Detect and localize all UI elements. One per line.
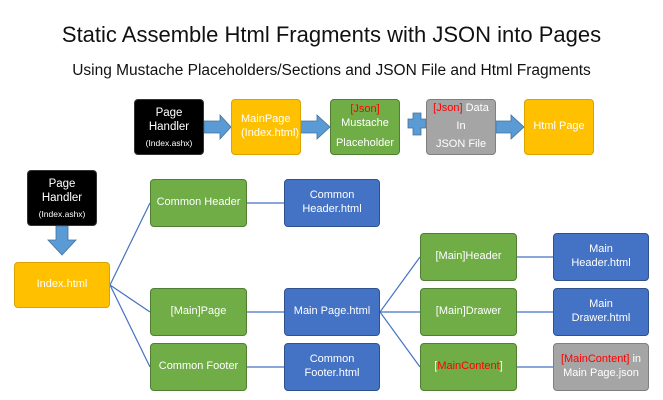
flow-arrow-3 [495,114,525,140]
tree-common-header-label: Common Header [156,196,241,209]
tree-main-drawer-file: Main Drawer.html [553,288,649,336]
tree-main-content-json-file: Main Page.json [563,367,639,379]
tree-main-content-json: [MainContent] in Main Page.json [553,343,649,391]
flow-arrow-1 [203,113,232,141]
page-subtitle: Using Mustache Placeholders/Sections and… [72,62,591,79]
tree-page-handler: Page Handler (Index.ashx) [27,170,97,226]
handler-down-arrow [47,225,77,256]
flow-page-handler: Page Handler (Index.ashx) [134,99,204,155]
tree-main-content-json-line1: [MainContent] in [561,353,641,367]
flow-mainpage-file: (Index.html) [241,127,300,139]
flow-mustache-json-tag: [Json] [350,103,380,116]
tree-main-page-section: [Main]Page [150,288,247,336]
tree-main-drawer-file-line2: Drawer.html [571,312,631,324]
tree-main-content-label: [MainContent] [434,360,503,374]
tree-common-header: Common Header [150,179,247,227]
tree-common-footer: Common Footer [150,343,247,391]
flow-json-data-word: Data [462,102,489,115]
tree-main-content-name: MainContent [437,360,500,373]
flow-mustache-placeholder: [Json] Mustache Placeholder [330,99,400,155]
flow-json-data-line1: [Json] Data [433,102,489,116]
flow-json-data: [Json] Data In JSON File [426,99,496,155]
tree-main-header-label: [Main]Header [435,250,502,263]
tree-index-html-label: Index.html [36,278,88,291]
tree-main-content: [MainContent] [420,343,517,391]
tree-main-content-json-tag: [MainContent] [560,353,630,366]
tree-page-handler-file: (Index.ashx) [38,208,86,219]
tree-main-page-section-label: [Main]Page [170,305,227,318]
flow-mustache-label: Mustache [341,117,389,130]
tree-common-footer-file-line2: Footer.html [304,367,360,379]
page-title: Static Assemble Html Fragments with JSON… [61,22,602,47]
flow-json-data-tag: [Json] [433,102,463,115]
flow-page-handler-file: (Index.ashx) [145,137,193,148]
tree-common-footer-file: Common Footer.html [284,343,380,391]
tree-main-page-file-label: Main Page.html [293,305,371,318]
flow-mustache-json: [Json] [350,103,379,117]
flow-plus-icon [407,112,427,136]
tree-main-content-json-in: in [629,353,642,366]
tree-index-html: Index.html [14,262,110,308]
flow-arrow-2 [299,114,331,140]
tree-main-header: [Main]Header [420,233,517,281]
flow-mustache-placeholder-label: Placeholder [335,136,395,149]
tree-page-handler-label: Page Handler [41,177,83,205]
tree-common-footer-file-line1: Common [309,353,355,366]
flow-json-data-file: JSON File [435,137,487,150]
flow-page-handler-label: Page Handler [148,106,190,134]
flow-html-page: Html Page [524,99,594,155]
tree-main-content-open: [ [434,360,438,373]
flow-mainpage-label: MainPage [241,113,291,126]
tree-main-page-file: Main Page.html [284,288,380,336]
flow-json-data-in: In [456,120,466,133]
tree-main-content-close: ] [499,360,503,373]
tree-common-header-file-line1: Common [309,189,355,202]
tree-main-drawer-file-line1: Main [589,298,613,311]
tree-common-footer-label: Common Footer [158,360,239,373]
tree-main-drawer-label: [Main]Drawer [435,305,502,318]
tree-main-header-file-line1: Main [589,243,613,256]
tree-common-header-file: Common Header.html [284,179,380,227]
tree-main-drawer: [Main]Drawer [420,288,517,336]
tree-main-header-file-line2: Header.html [571,257,631,269]
tree-main-header-file: Main Header.html [553,233,649,281]
tree-common-header-file-line2: Header.html [302,203,362,215]
flow-mainpage: MainPage (Index.html) [231,99,301,155]
flow-html-page-label: Html Page [533,120,585,133]
